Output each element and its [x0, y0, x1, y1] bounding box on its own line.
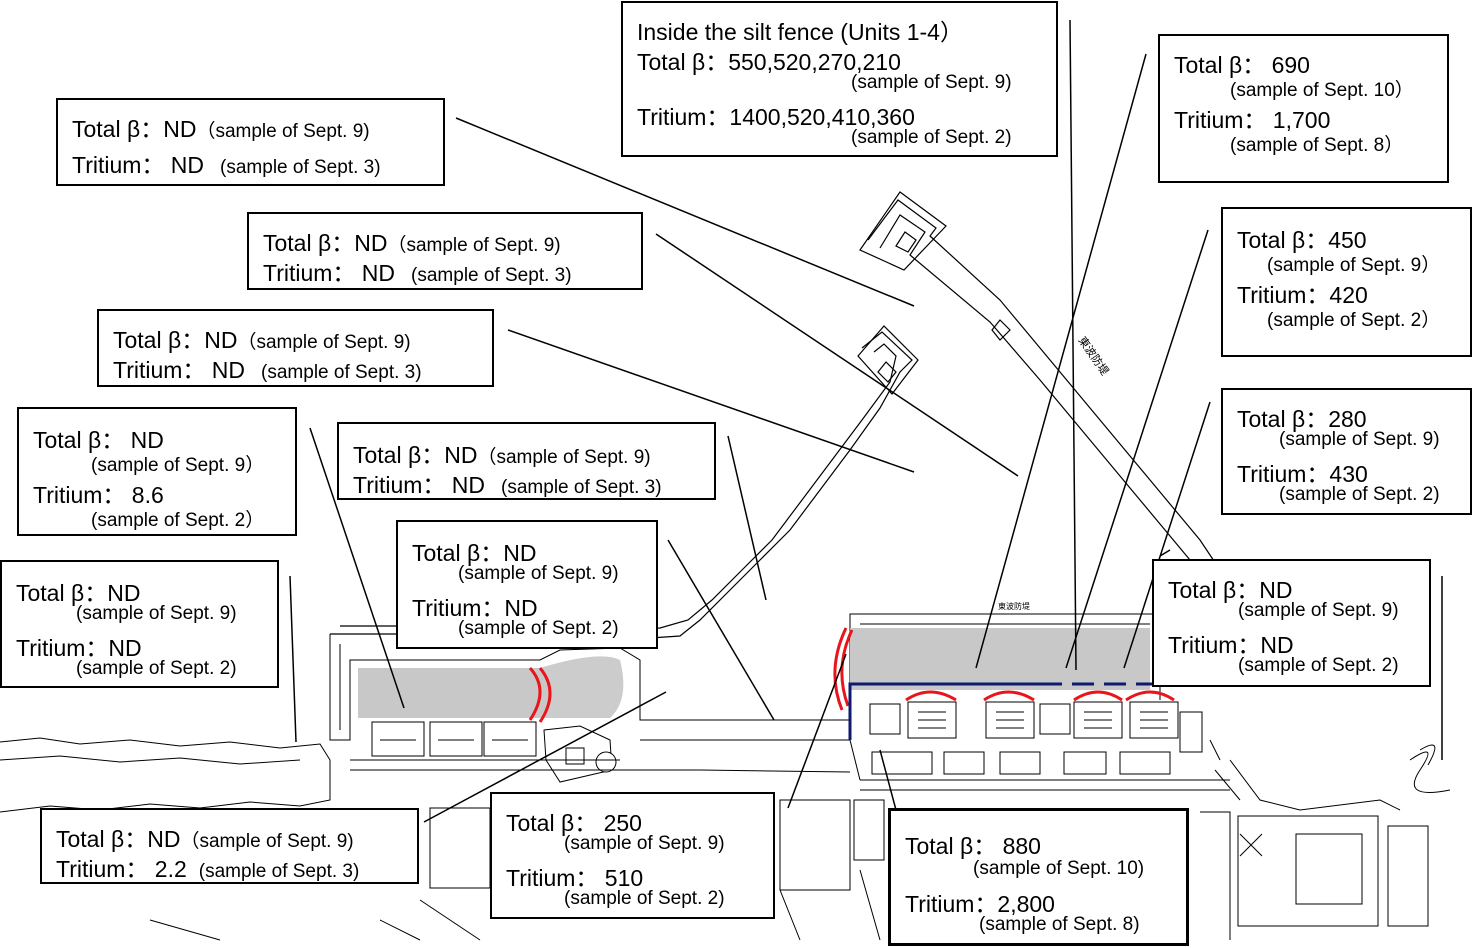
b4-beta-date: (sample of Sept. 9）: [91, 455, 265, 476]
r4-beta: Total β：ND: [1168, 577, 1293, 603]
b2-tritium-date: (sample of Sept. 3): [411, 265, 572, 286]
leader-lines: [289, 19, 1443, 823]
r3-beta-date: (sample of Sept. 9): [1279, 429, 1440, 450]
r1-beta: Total β： 690: [1174, 52, 1310, 78]
b3-beta: Total β：ND（sample of Sept. 9): [113, 327, 411, 353]
silt-fence-box: Inside the silt fence (Units 1-4） Total …: [621, 1, 1058, 157]
r4-tritium-date: (sample of Sept. 2): [1238, 655, 1399, 676]
b9-tritium: Tritium： 510: [506, 865, 644, 891]
b6-tritium-date: (sample of Sept. 2): [458, 618, 619, 639]
silt-fences: [528, 627, 1175, 723]
r2-beta: Total β：450: [1237, 227, 1367, 253]
jetty-label-inner: 東波防堤: [998, 601, 1030, 611]
b4-tritium-date: (sample of Sept. 2）: [91, 510, 265, 531]
b5-beta: Total β：ND（sample of Sept. 9): [353, 442, 651, 468]
b5-beta-date: （sample of Sept. 9): [477, 447, 651, 468]
silt-fence-title: Inside the silt fence (Units 1-4）: [637, 19, 963, 45]
b8-tritium: Tritium： 2.2(sample of Sept. 3): [56, 856, 360, 882]
silt-fence-beta: Total β：550,520,270,210: [637, 49, 901, 75]
b8-tritium-date: (sample of Sept. 3): [198, 861, 360, 882]
jetty-label-right: 東波防堤: [1076, 334, 1113, 378]
sample-box-b9: Total β： 250 (sample of Sept. 9) Tritium…: [490, 792, 775, 919]
b8-beta: Total β：ND（sample of Sept. 9): [56, 826, 354, 852]
sample-box-b1: Total β：ND（sample of Sept. 9) Tritium： N…: [56, 98, 445, 186]
b1-beta: Total β：ND（sample of Sept. 9): [72, 116, 370, 142]
b8-beta-date: （sample of Sept. 9): [180, 831, 354, 852]
coastline: [0, 737, 1451, 813]
r2-tritium: Tritium：420: [1237, 282, 1368, 308]
sample-box-r3: Total β：280 (sample of Sept. 9) Tritium：…: [1221, 388, 1472, 515]
sample-box-b7: Total β：ND (sample of Sept. 9) Tritium：N…: [0, 560, 279, 688]
b9-tritium-date: (sample of Sept. 2): [564, 888, 725, 909]
b7-tritium: Tritium：ND: [16, 635, 142, 661]
right-pool: [850, 628, 1150, 690]
sea-wall: [848, 682, 1170, 740]
sample-box-b8: Total β：ND（sample of Sept. 9) Tritium： 2…: [40, 808, 419, 884]
b2-tritium: Tritium： ND(sample of Sept. 3): [263, 260, 572, 286]
r3-tritium: Tritium：430: [1237, 461, 1368, 487]
r3-beta: Total β：280: [1237, 406, 1367, 432]
land-lines: [149, 811, 1231, 941]
r1-tritium: Tritium： 1,700: [1174, 107, 1331, 133]
sample-box-b3: Total β：ND（sample of Sept. 9) Tritium： N…: [97, 309, 494, 387]
b3-tritium-date: (sample of Sept. 3): [261, 362, 422, 383]
silt-fence-beta-date: (sample of Sept. 9): [851, 72, 1012, 93]
sample-box-r5: Total β： 880 (sample of Sept. 10) Tritiu…: [888, 808, 1189, 946]
b4-tritium: Tritium： 8.6: [33, 482, 164, 508]
r3-tritium-date: (sample of Sept. 2): [1279, 484, 1440, 505]
b2-beta-date: （sample of Sept. 9): [387, 235, 561, 256]
b7-tritium-date: (sample of Sept. 2): [76, 658, 237, 679]
r5-tritium: Tritium：2,800: [905, 891, 1055, 917]
r4-tritium: Tritium：ND: [1168, 632, 1294, 658]
b4-beta: Total β： ND: [33, 427, 164, 453]
r2-beta-date: (sample of Sept. 9）: [1267, 255, 1441, 276]
b6-tritium: Tritium：ND: [412, 595, 538, 621]
b7-beta-date: (sample of Sept. 9): [76, 603, 237, 624]
left-pool: [358, 668, 550, 718]
silt-fence-tritium: Tritium：1400,520,410,360: [637, 104, 915, 130]
r1-tritium-date: (sample of Sept. 8）: [1230, 135, 1404, 156]
b3-tritium: Tritium： ND(sample of Sept. 3): [113, 357, 422, 383]
unit-detail: [350, 711, 1401, 811]
sample-box-b2: Total β：ND（sample of Sept. 9) Tritium： N…: [247, 212, 643, 290]
sample-box-r2: Total β：450 (sample of Sept. 9） Tritium：…: [1221, 207, 1472, 357]
b5-tritium-date: (sample of Sept. 3): [501, 477, 662, 498]
r2-tritium-date: (sample of Sept. 2）: [1267, 310, 1441, 331]
b6-beta: Total β：ND: [412, 540, 537, 566]
sample-box-b4: Total β： ND (sample of Sept. 9） Tritium：…: [17, 407, 297, 536]
left-pool-ext: [540, 656, 624, 718]
r1-beta-date: (sample of Sept. 10）: [1230, 80, 1414, 101]
b5-tritium: Tritium： ND(sample of Sept. 3): [353, 472, 662, 498]
land-buildings: [429, 799, 1429, 927]
b3-beta-date: （sample of Sept. 9): [237, 332, 411, 353]
r5-beta-date: (sample of Sept. 10): [973, 858, 1145, 879]
sample-box-r1: Total β： 690 (sample of Sept. 10） Tritiu…: [1158, 34, 1449, 183]
sample-box-r4: Total β：ND (sample of Sept. 9) Tritium：N…: [1152, 559, 1431, 687]
r5-beta: Total β： 880: [905, 833, 1041, 859]
b2-beta: Total β：ND（sample of Sept. 9): [263, 230, 561, 256]
sample-box-b5: Total β：ND（sample of Sept. 9) Tritium： N…: [337, 422, 716, 500]
b1-tritium-date: (sample of Sept. 3): [220, 157, 381, 178]
r5-tritium-date: (sample of Sept. 8): [979, 914, 1140, 935]
silt-fence-tritium-date: (sample of Sept. 2): [851, 127, 1012, 148]
sample-box-b6: Total β：ND (sample of Sept. 9) Tritium：N…: [396, 520, 658, 649]
b1-tritium: Tritium： ND(sample of Sept. 3): [72, 152, 381, 178]
b7-beta: Total β：ND: [16, 580, 141, 606]
b9-beta-date: (sample of Sept. 9): [564, 833, 725, 854]
b6-beta-date: (sample of Sept. 9): [458, 563, 619, 584]
r4-beta-date: (sample of Sept. 9): [1238, 600, 1399, 621]
b1-beta-date: （sample of Sept. 9): [196, 121, 370, 142]
b9-beta: Total β： 250: [506, 810, 642, 836]
